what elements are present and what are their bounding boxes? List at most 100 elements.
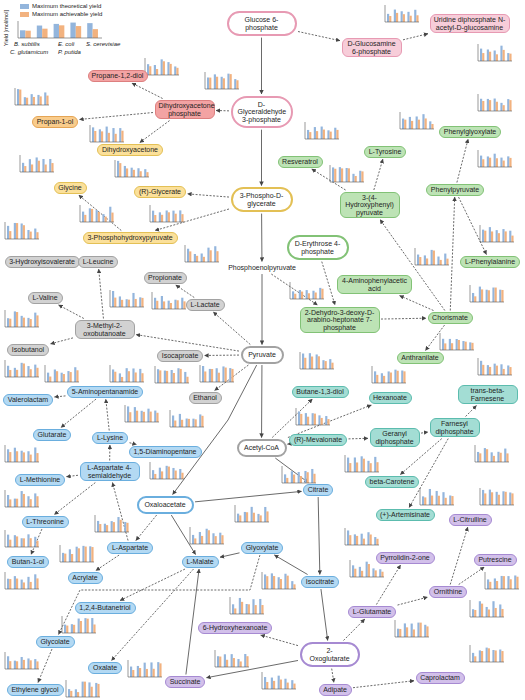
yield-bar — [418, 120, 420, 129]
metabolite-name: L-Threonine — [26, 518, 65, 526]
yield-bar-chart — [262, 572, 296, 589]
yield-bar — [429, 121, 431, 129]
metabolite-name: 3-Phospho-D-glycerate — [238, 192, 286, 207]
yield-bar — [482, 230, 484, 242]
yield-bar-chart — [478, 94, 512, 111]
yield-bar-chart — [5, 445, 39, 462]
yield-bar — [374, 457, 376, 472]
species-label: S. cerevisiae — [86, 41, 120, 47]
chart-axis — [470, 600, 504, 617]
yield-bar — [327, 419, 329, 425]
yield-bar — [376, 375, 378, 383]
chart-axis — [5, 445, 39, 462]
yield-bar — [304, 358, 306, 369]
yield-bar — [291, 471, 293, 483]
yield-bar — [306, 290, 308, 299]
yield-bar — [379, 569, 381, 577]
yield-bar-chart — [66, 680, 100, 697]
yield-bar — [511, 236, 513, 242]
yield-bar — [96, 210, 98, 222]
yield-bar — [334, 128, 336, 139]
yield-bar — [94, 131, 96, 142]
yield-bar — [195, 419, 197, 427]
yield-bar — [394, 10, 396, 22]
yield-bar-chart — [478, 44, 512, 61]
species-label: P. putida — [58, 49, 81, 55]
yield-bar — [27, 496, 29, 507]
yield-bar — [486, 648, 488, 662]
yield-bar — [36, 453, 38, 462]
yield-bar — [132, 293, 134, 307]
yield-bar — [14, 535, 16, 547]
yield-bar — [251, 507, 253, 522]
chart-axis — [80, 205, 114, 222]
yield-bar — [496, 492, 498, 505]
yield-bar — [93, 624, 95, 633]
yield-bar — [481, 604, 483, 617]
metabolite-node: Citrate — [303, 484, 333, 496]
yield-bar — [14, 661, 16, 669]
yield-bar — [424, 497, 426, 505]
yield-bar — [504, 449, 506, 462]
yield-bar — [260, 515, 262, 522]
metabolite-node: 5-Aminopentanamide — [67, 386, 143, 398]
yield-bar — [411, 624, 413, 637]
yield-bar — [221, 535, 223, 544]
yield-bar — [106, 525, 108, 532]
reaction-arrow — [421, 432, 428, 433]
yield-bar — [332, 167, 334, 182]
yield-bar — [347, 530, 349, 545]
yield-bar — [233, 658, 235, 667]
yield-bar — [503, 105, 505, 111]
reaction-arrow — [132, 83, 163, 98]
chart-axis — [330, 165, 364, 182]
yield-bar — [89, 208, 91, 222]
yield-bar — [300, 476, 302, 483]
metabolite-node: L-Glutamate — [348, 606, 396, 618]
metabolite-node: Geranyl diphosphate — [370, 428, 420, 447]
metabolite-name: L-Aspartate — [111, 544, 149, 552]
yield-bar — [426, 258, 428, 265]
yield-bar — [38, 161, 40, 172]
yield-bar — [208, 530, 210, 544]
yield-bar — [146, 669, 148, 677]
yield-bar — [194, 254, 196, 262]
yield-bar — [159, 663, 161, 677]
yield-bar — [321, 127, 323, 139]
yield-bar — [7, 449, 9, 462]
yield-bar-chart — [480, 488, 514, 505]
yield-bar — [37, 26, 42, 38]
yield-bar — [154, 215, 156, 222]
yield-bar — [314, 127, 316, 139]
yield-bar — [45, 165, 47, 172]
yield-bar-chart — [155, 366, 189, 383]
yield-bar — [7, 226, 9, 239]
chart-axis — [305, 122, 339, 139]
metabolite-name: D-Glyceraldehyde 3-phosphate — [238, 101, 286, 124]
yield-bar — [21, 316, 23, 327]
chart-axis — [215, 650, 249, 667]
reaction-arrow — [55, 396, 66, 397]
yield-bar-chart — [5, 490, 39, 507]
yield-bar — [231, 369, 233, 382]
yield-bar — [121, 131, 123, 142]
yield-bar — [44, 92, 46, 105]
yield-bar — [239, 515, 241, 522]
yield-bar — [139, 668, 141, 677]
metabolite-node: Caprolactam — [416, 672, 465, 684]
metabolite-name: Valerolactam — [7, 396, 49, 404]
yield-bar-chart — [150, 205, 184, 222]
yield-bar — [117, 161, 119, 177]
reaction-arrow — [96, 555, 119, 570]
yield-bar — [223, 78, 225, 89]
metabolite-name: Glycine — [58, 184, 83, 192]
chart-axis — [290, 282, 324, 299]
metabolite-name: Uridine diphosphate N-acetyl-D-glucosami… — [434, 16, 506, 31]
yield-bar — [388, 371, 390, 383]
legend-swatch — [20, 12, 29, 17]
yield-bar — [237, 659, 239, 667]
chart-axis — [5, 530, 39, 547]
yield-bar — [64, 625, 66, 633]
yield-bar — [502, 491, 504, 505]
